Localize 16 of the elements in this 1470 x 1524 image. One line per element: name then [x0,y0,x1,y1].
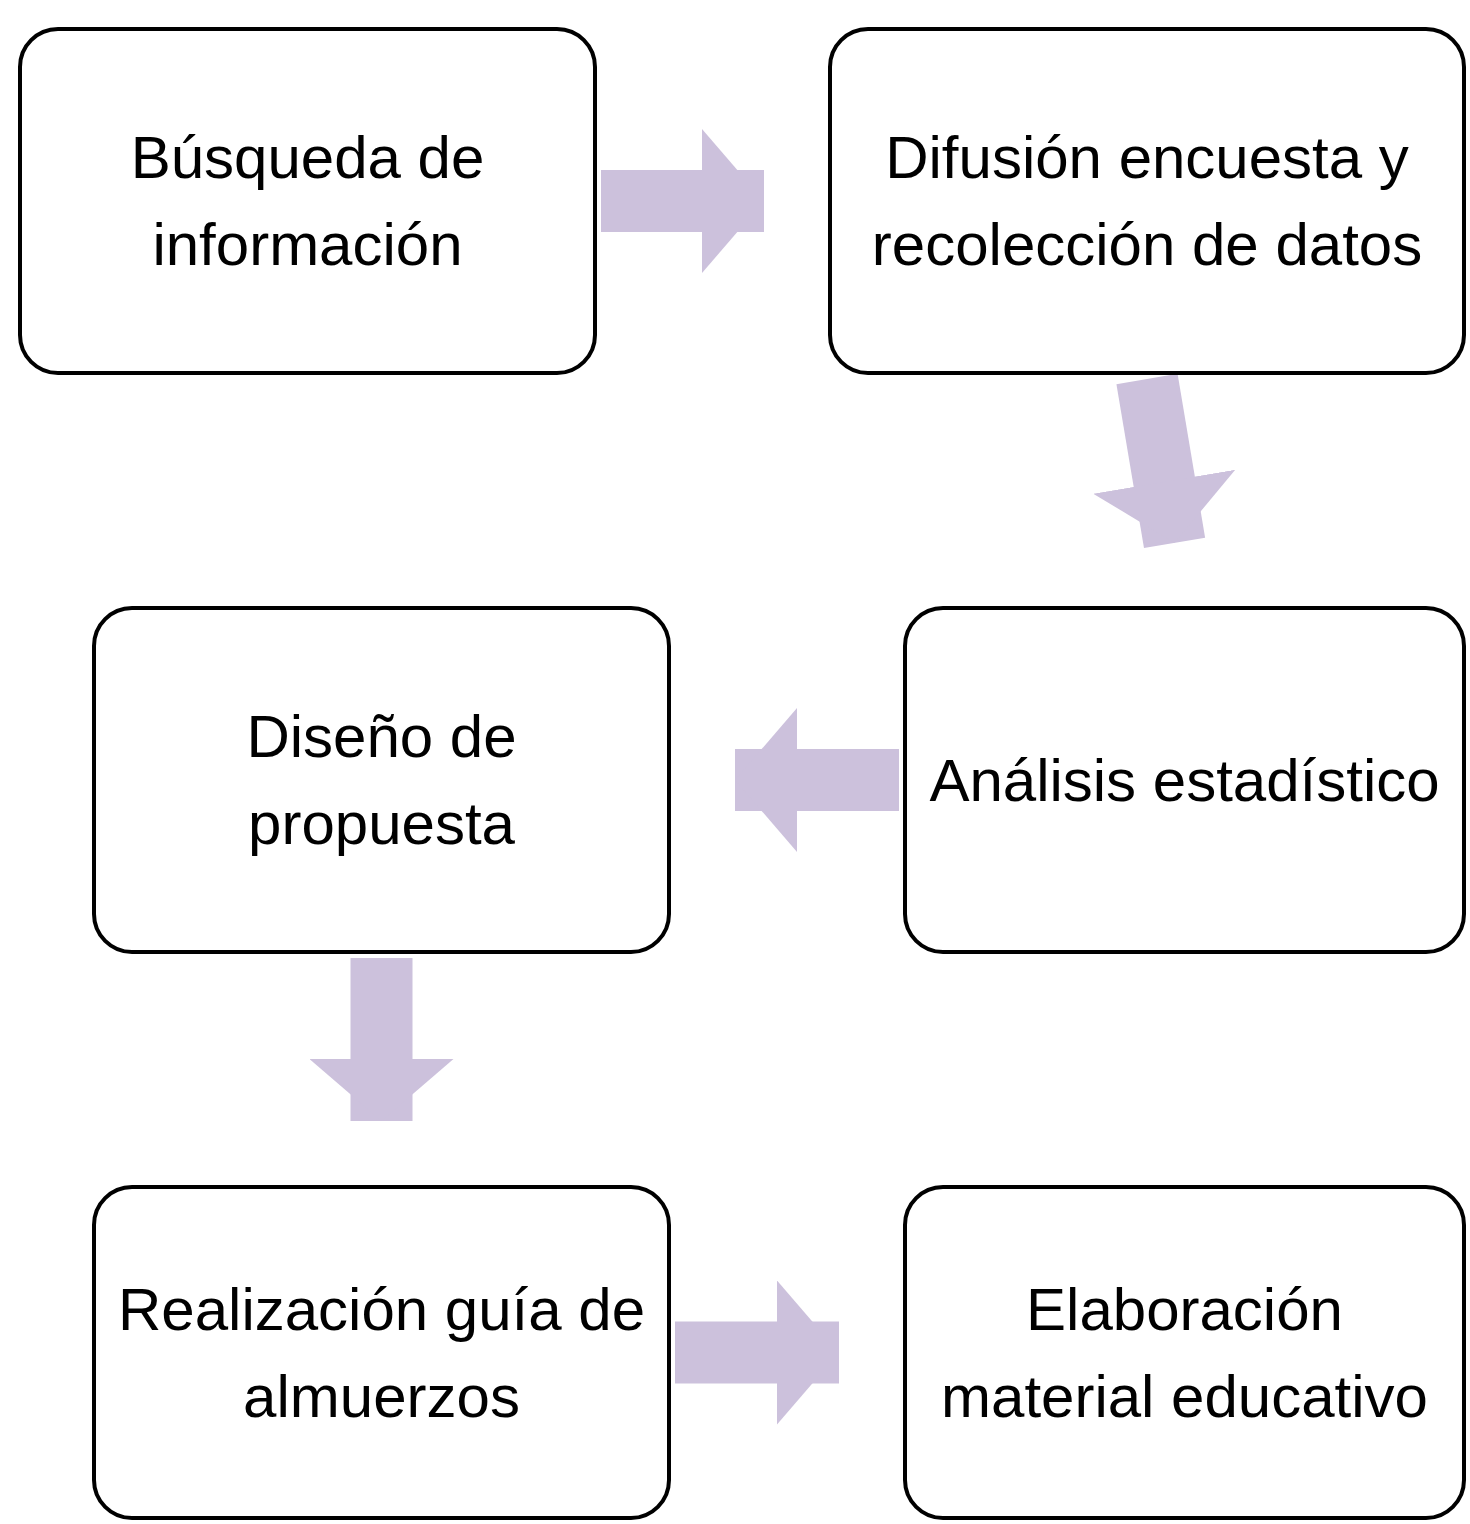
step-label: Elaboración material educativo [940,1274,1429,1432]
step-label: Difusión encuesta y recolección de datos [870,123,1424,280]
block-arrow [309,958,454,1121]
process-box [903,1185,1466,1520]
step-label: Análisis estadístico [929,745,1440,816]
step-label: Diseño de propuesta [245,702,518,859]
process-box [92,1185,671,1520]
process-box [903,606,1466,954]
step-label: Búsqueda de información [129,123,486,280]
process-box [828,27,1466,375]
block-arrow [601,129,764,273]
block-arrow [1093,373,1236,548]
process-box [18,27,597,375]
process-box [92,606,671,954]
step-label: Realización guía de almuerzos [117,1274,646,1432]
block-arrow [735,708,899,852]
